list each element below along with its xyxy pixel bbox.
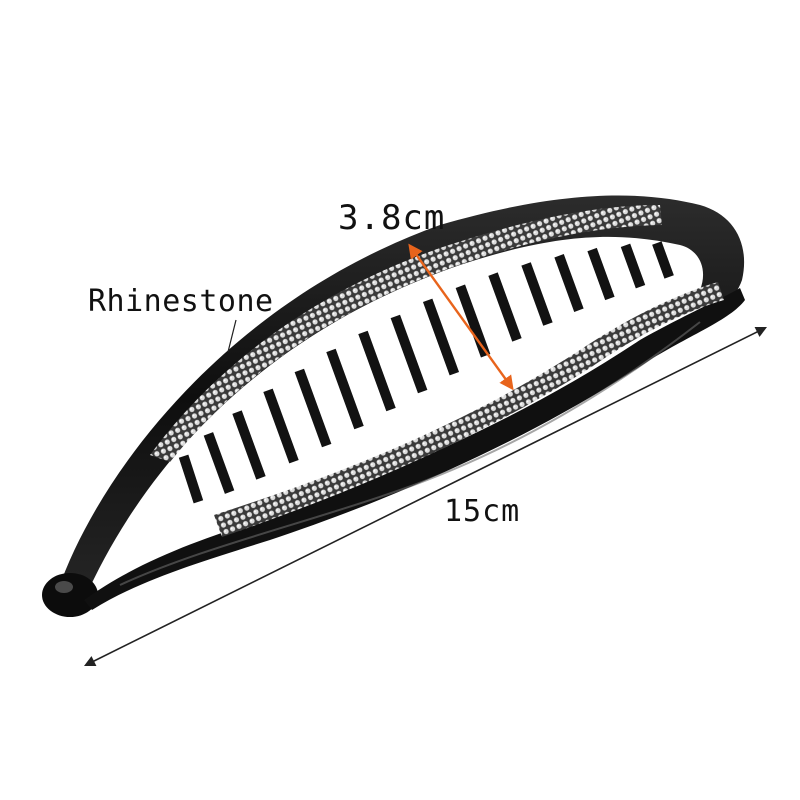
rhinestone-band-front <box>214 282 724 537</box>
clip-back-arm <box>58 195 745 600</box>
length-label: 15cm <box>444 494 521 529</box>
clip-front-arm <box>84 288 745 610</box>
width-arrow <box>408 243 514 391</box>
width-label: 3.8cm <box>338 198 446 238</box>
rhinestone-label: Rhinestone <box>88 284 274 319</box>
length-arrow <box>83 326 768 667</box>
rhinestone-leader <box>227 319 237 353</box>
hinge-knob <box>42 573 98 617</box>
